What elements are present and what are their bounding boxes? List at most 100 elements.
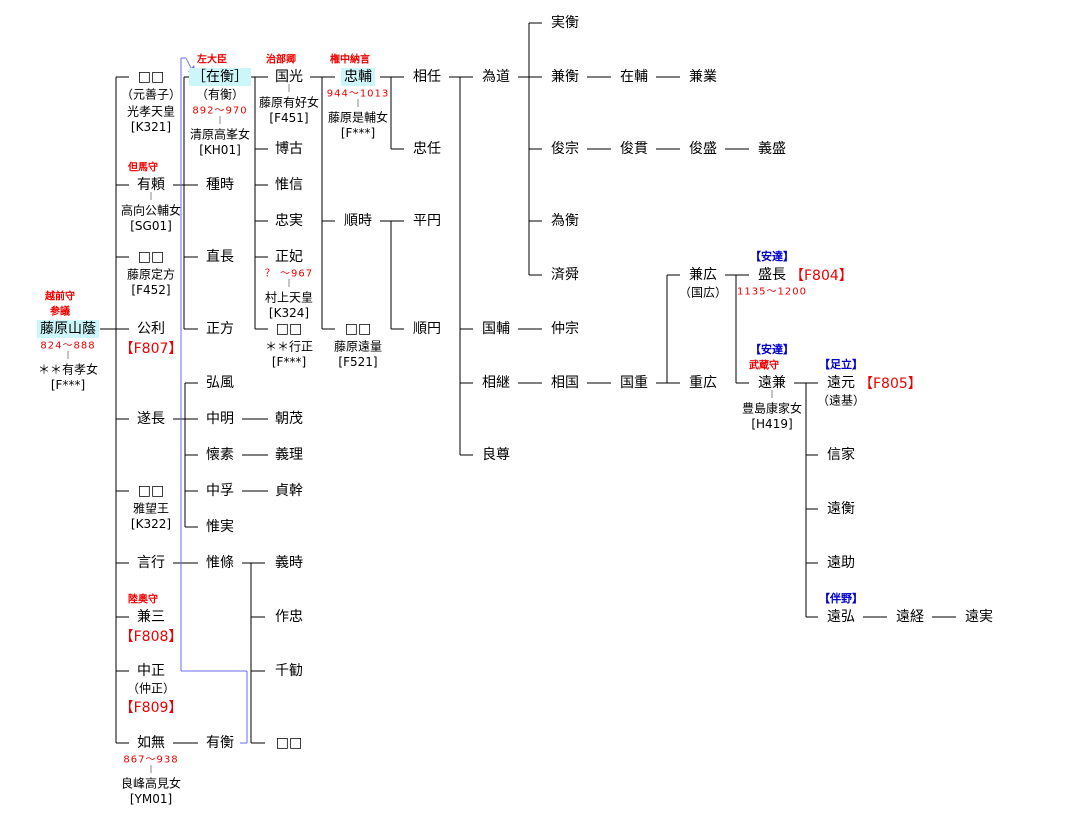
record-code: [F451] <box>269 111 309 125</box>
person-arisuke[interactable]: 在輔 <box>620 69 648 85</box>
person-kanehiro[interactable]: 兼広 <box>689 267 717 283</box>
spouse-name: ＊＊有孝女 <box>37 362 99 377</box>
office-label: 参議 <box>50 306 70 318</box>
person-sadamoto[interactable]: 貞幹 <box>275 483 303 499</box>
person-toohiro[interactable]: 遠弘 <box>827 609 855 625</box>
person-heien[interactable]: 平円 <box>413 213 441 229</box>
person-c3b[interactable]: □□ <box>275 735 303 751</box>
spouse-name: ＊＊行正 <box>264 339 314 354</box>
person-jomu[interactable]: 如無 <box>137 735 165 751</box>
person-sanehira[interactable]: 実衡 <box>551 15 579 31</box>
person-koreeda[interactable]: 惟條 <box>206 555 234 571</box>
person-sakutada[interactable]: 作忠 <box>275 609 303 625</box>
person-tomoshige[interactable]: 朝茂 <box>275 411 303 427</box>
spouse-name: 光孝天皇 <box>126 104 176 119</box>
person-yoshimasa[interactable]: 義理 <box>275 447 303 463</box>
person-toshimune[interactable]: 俊宗 <box>551 141 579 157</box>
person-toosuke[interactable]: 遠助 <box>827 555 855 571</box>
person-toohira[interactable]: 遠衡 <box>827 501 855 517</box>
reference-link[interactable]: 【F809】 <box>119 700 183 716</box>
life-dates: 892～970 <box>192 105 248 117</box>
person-tootsune[interactable]: 遠経 <box>896 609 924 625</box>
person-nakamasa[interactable]: 中正 <box>137 663 165 679</box>
person-tamemichi[interactable]: 為道 <box>482 69 510 85</box>
person-tamehira[interactable]: 為衡 <box>551 213 579 229</box>
person-morinaga[interactable]: 盛長 <box>758 267 786 283</box>
person-kunisuke[interactable]: 国輔 <box>482 321 510 337</box>
clan-label: 【安達】 <box>750 250 794 263</box>
reference-link[interactable]: 【F807】 <box>119 341 183 357</box>
person-toshitsura[interactable]: 俊貫 <box>620 141 648 157</box>
person-suketo[interactable]: 相任 <box>413 69 441 85</box>
office-label: 左大臣 <box>197 54 227 66</box>
life-dates: 867～938 <box>123 754 179 766</box>
person-shigehiro[interactable]: 重広 <box>689 375 717 391</box>
person-ariyori[interactable]: 有頼 <box>137 177 165 193</box>
person-kimitoshi[interactable]: 公利 <box>137 321 165 337</box>
person-korenobu[interactable]: 惟信 <box>275 177 303 193</box>
person-yamakage[interactable]: 藤原山蔭 <box>37 320 99 338</box>
person-kunimitsu[interactable]: 国光 <box>275 69 303 85</box>
person-saishun[interactable]: 済舜 <box>551 267 579 283</box>
person-senkan[interactable]: 千勧 <box>275 663 303 679</box>
person-tanetoki[interactable]: 種時 <box>206 177 234 193</box>
person-nakamune[interactable]: 仲宗 <box>551 321 579 337</box>
person-kanehira[interactable]: 兼衡 <box>551 69 579 85</box>
person-sukekuni[interactable]: 相国 <box>551 375 579 391</box>
spouse-name: 藤原定方 <box>126 267 176 282</box>
person-naonaga[interactable]: 直長 <box>206 249 234 265</box>
person-tookane[interactable]: 遠兼 <box>758 375 786 391</box>
clan-label: 【足立】 <box>819 358 863 371</box>
person-toomoto[interactable]: 遠元 <box>827 375 855 391</box>
person-seihi[interactable]: 正妃 <box>275 249 303 265</box>
person-c3a[interactable]: □□ <box>275 321 303 337</box>
person-tadasuke[interactable]: 忠輔 <box>341 68 375 86</box>
person-yoshimori[interactable]: 義盛 <box>758 141 786 157</box>
reference-link[interactable]: 【F805】 <box>859 376 922 392</box>
person-nobuie[interactable]: 信家 <box>827 447 855 463</box>
person-kotoyuki[interactable]: 言行 <box>137 555 165 571</box>
spouse-name: 良峰高見女 <box>120 776 182 791</box>
record-code: [F521] <box>338 355 378 369</box>
person-nakaakira[interactable]: 中明 <box>206 411 234 427</box>
person-chunin[interactable]: 忠任 <box>413 141 441 157</box>
person-kanenari[interactable]: 兼業 <box>689 69 717 85</box>
person-kaiso[interactable]: 懐素 <box>206 447 234 463</box>
clan-label: 【安達】 <box>750 343 794 356</box>
person-hirokaze[interactable]: 弘風 <box>206 375 234 391</box>
record-code: [KH01] <box>199 143 241 157</box>
person-masakata[interactable]: 正方 <box>206 321 234 337</box>
person-c4a[interactable]: □□ <box>344 321 372 337</box>
spouse-name: 藤原有好女 <box>258 95 320 110</box>
person-kanemitsu[interactable]: 兼三 <box>137 609 165 625</box>
record-code: [YM01] <box>129 792 173 806</box>
person-kunishige[interactable]: 国重 <box>620 375 648 391</box>
person-toshimori[interactable]: 俊盛 <box>689 141 717 157</box>
life-dates: 944～1013 <box>326 88 390 100</box>
spouse-name: 雅望王 <box>132 501 170 516</box>
person-toozane[interactable]: 遠実 <box>965 609 993 625</box>
person-arihira2[interactable]: 有衡 <box>206 735 234 751</box>
person-ryoson[interactable]: 良尊 <box>482 447 510 463</box>
office-label: 陸奥守 <box>128 594 158 606</box>
reference-link[interactable]: 【F804】 <box>790 268 853 284</box>
person-suinaga[interactable]: 遂長 <box>137 411 165 427</box>
person-arihira[interactable]: ［在衡］ <box>189 68 251 86</box>
person-chufu[interactable]: 中孚 <box>206 483 234 499</box>
person-yoshitoki[interactable]: 義時 <box>275 555 303 571</box>
person-junen[interactable]: 順円 <box>413 321 441 337</box>
record-code: [K324] <box>268 306 310 320</box>
person-c1c[interactable]: □□ <box>137 483 165 499</box>
person-sukeyoshi[interactable]: 相継 <box>482 375 510 391</box>
spouse-name: 高向公輔女 <box>120 203 182 218</box>
person-c1b[interactable]: □□ <box>137 249 165 265</box>
person-yoritoki[interactable]: 順時 <box>344 213 372 229</box>
record-code: [F***] <box>271 355 307 369</box>
office-label: 但馬守 <box>128 162 158 174</box>
reference-link[interactable]: 【F808】 <box>119 629 183 645</box>
office-label: 武蔵守 <box>749 360 779 372</box>
person-tadazane[interactable]: 忠実 <box>275 213 303 229</box>
person-c1a[interactable]: □□ <box>137 69 165 85</box>
person-koresane[interactable]: 惟実 <box>206 519 234 535</box>
person-hiroko[interactable]: 博古 <box>275 141 303 157</box>
